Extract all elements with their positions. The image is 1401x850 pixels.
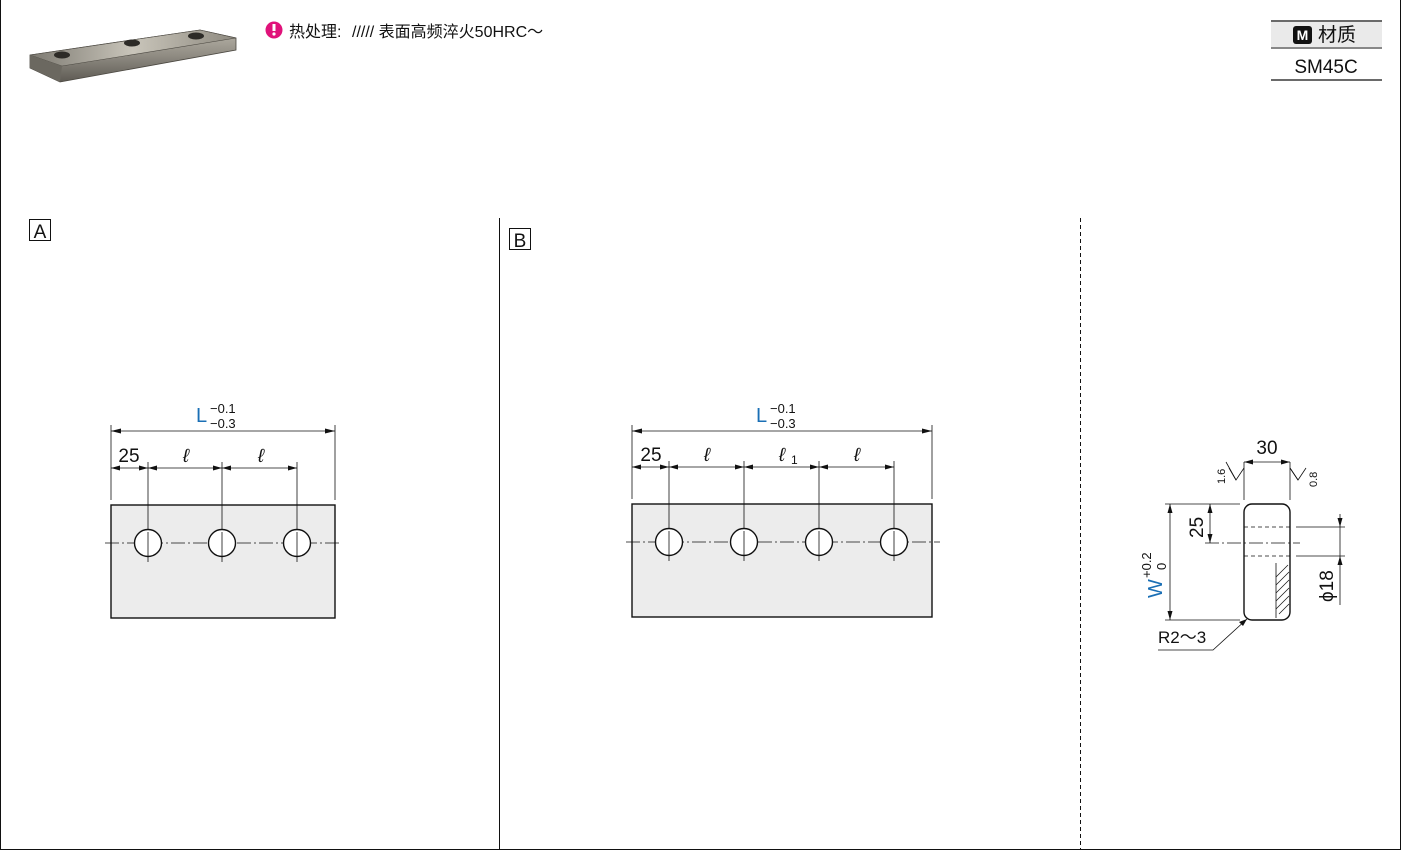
panel-a: A L −0.1 −0.3 25 ℓ ℓ: [29, 219, 342, 619]
dim-W: W: [1145, 579, 1167, 598]
plate-a: [110, 504, 336, 619]
dim-b-tol-lower: −0.3: [770, 416, 796, 431]
section-body: [1243, 503, 1291, 621]
dim-phi18: ϕ18: [1317, 570, 1338, 602]
dim-b-L: L: [756, 405, 767, 427]
dim-b-pitch-2: ℓ: [778, 445, 786, 466]
panel-b-label-box: [509, 228, 531, 250]
dim-radius: R2～3: [1158, 628, 1206, 647]
dim-a-pitch-2: ℓ: [257, 446, 265, 467]
roughness-left-icon: [1225, 461, 1245, 481]
panel-a-label-box: [29, 219, 51, 241]
heat-treatment-note: 热处理: ///// 表面高频淬火50HRC～: [265, 21, 543, 41]
panel-b-label: B: [514, 231, 527, 252]
dim-30: 30: [1256, 438, 1277, 459]
roughness-right: 0.8: [1308, 472, 1320, 487]
dim-W-tol-lower: 0: [1154, 563, 1169, 570]
roughness-left: 1.6: [1216, 469, 1228, 484]
heat-treatment-label: 热处理:: [289, 23, 341, 41]
section-view: 30 1.6 0.8 W +0.2 0 25 ϕ18: [1139, 438, 1345, 651]
svg-text:M: M: [1297, 27, 1309, 43]
dim-b-tol-upper: −0.1: [770, 401, 796, 416]
dim-a-pitch-1: ℓ: [182, 446, 190, 467]
dim-a-L: L: [196, 405, 207, 427]
product-photo: [29, 29, 237, 83]
dim-b-pitch-1: ℓ: [703, 445, 711, 466]
material-m-icon: M: [1293, 26, 1312, 44]
radius-leader: [1158, 618, 1248, 651]
heat-treatment-value: ///// 表面高频淬火50HRC～: [352, 23, 543, 41]
panel-a-label: A: [34, 222, 47, 243]
material-box: M 材质 SM45C: [1271, 20, 1382, 81]
dim-a-25: 25: [118, 446, 139, 467]
section-hatch: [1275, 564, 1290, 615]
dim-a-tol-lower: −0.3: [210, 416, 236, 431]
dim-b-pitch-2-sub: 1: [791, 453, 798, 467]
dim-W-tol-upper: +0.2: [1139, 552, 1154, 578]
panel-b: B L −0.1 −0.3 25 ℓ ℓ 1: [509, 228, 940, 618]
material-value: SM45C: [1294, 57, 1357, 78]
dim-25-section: 25: [1187, 517, 1208, 538]
dim-b-25: 25: [640, 445, 661, 466]
dim-b-pitch-3: ℓ: [853, 445, 861, 466]
pin-icon: [265, 21, 283, 39]
roughness-right-icon: [1289, 467, 1307, 481]
dim-a-tol-upper: −0.1: [210, 401, 236, 416]
plate-b: [631, 503, 933, 618]
material-label: 材质: [1318, 24, 1356, 46]
